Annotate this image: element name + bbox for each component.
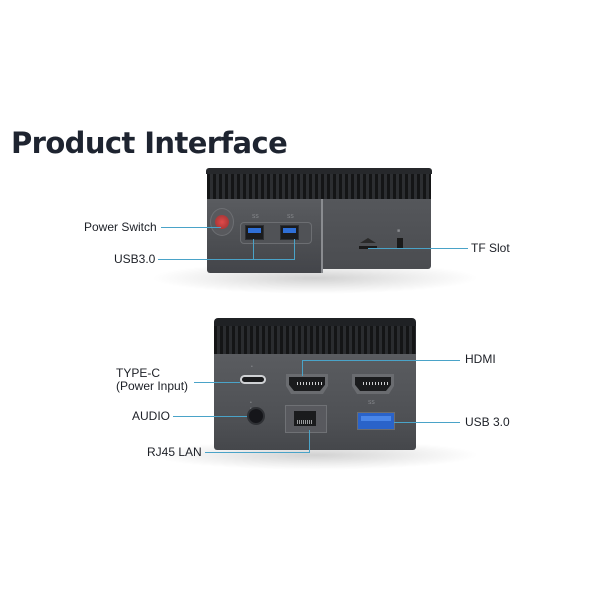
usb-ss-logo-rear: SS [368,400,375,406]
power-switch-button [210,208,234,236]
front-device-vent-fins [207,174,431,199]
label-rj45: RJ45 LAN [147,445,202,459]
label-type-c-line1: TYPE-C [116,366,161,380]
rj45-pins [297,420,313,424]
rear-device-rear-face [214,354,416,450]
callout-line-rj45-v [309,430,310,452]
callout-line-hdmi-v [302,360,303,376]
hdmi-opening [289,377,325,391]
usb-tongue [283,228,296,233]
callout-line-type-c [194,382,240,383]
tf-card-icon [360,238,376,243]
page-title: Product Interface [11,126,288,160]
label-type-c-line2: (Power Input) [116,379,189,393]
label-usb30-front: USB3.0 [114,252,156,266]
front-device-corner-edge [321,199,323,273]
label-type-c: TYPE-C (Power Input) [116,367,188,393]
type-c-marker: • [251,364,253,370]
callout-line-hdmi-h [302,360,460,361]
usb-tongue [248,228,261,233]
label-hdmi: HDMI [465,352,496,366]
usb-ss-logo: SS [252,214,259,220]
usb3-port-1 [245,225,264,240]
power-icon [215,215,229,229]
usb-ss-logo: SS [287,214,294,220]
lock-icon: ■ [397,228,401,234]
hdmi-port-1 [286,374,328,394]
label-audio: AUDIO [132,409,171,423]
callout-line-audio [173,416,247,417]
type-c-opening [242,377,264,382]
label-usb30-rear: USB 3.0 [465,415,510,429]
callout-line-usb30-front [158,259,295,260]
label-tf-slot: TF Slot [471,241,510,255]
rj45-lan-port [285,405,327,433]
front-device-side-face [322,199,431,269]
usb3-port-2 [280,225,299,240]
callout-line-tf-slot [368,248,468,249]
label-power-switch: Power Switch [84,220,157,234]
tf-slot-opening [359,246,377,249]
kensington-lock-slot [397,238,403,249]
callout-line-rj45-h [205,452,310,453]
audio-jack [247,407,265,425]
usb-tongue [361,416,391,421]
hdmi-pins [297,382,323,385]
rj45-opening [294,411,316,426]
callout-line-usb30-port1 [253,239,254,259]
rear-device-vent-fins [214,326,416,354]
front-device-top-cap [206,168,432,174]
callout-line-power-switch [161,227,221,228]
callout-line-usb30-rear [394,422,460,423]
hdmi-port-2 [352,374,394,394]
hdmi-pins [363,382,389,385]
callout-line-usb30-port2 [294,239,295,259]
rear-device-top-cap [214,318,416,326]
hdmi-opening [355,377,391,391]
usb3-port-rear [357,412,395,430]
type-c-port [240,375,266,384]
